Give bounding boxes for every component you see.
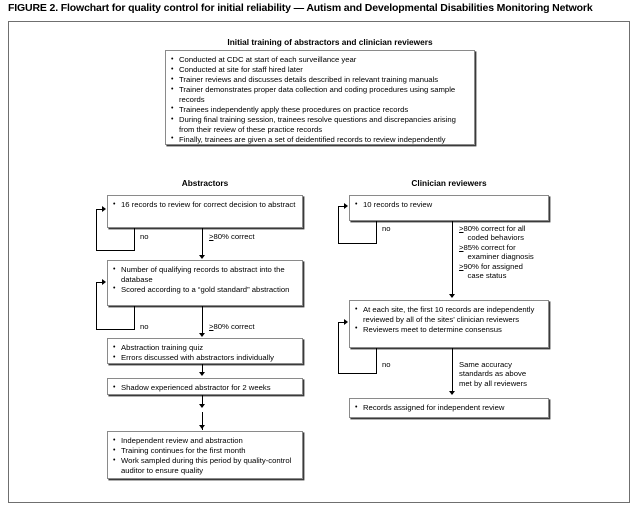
loop-a1-arrow — [102, 206, 106, 212]
training-item: Trainees independently apply these proce… — [171, 104, 468, 115]
loop-a1-in — [96, 209, 104, 210]
loop-c1-up — [338, 206, 339, 244]
connector-a1-a2-line — [202, 228, 203, 257]
training-box: Conducted at CDC at start of each survei… — [165, 50, 475, 145]
connector-a1-a2-arrow — [199, 255, 205, 259]
clinicians-box-3-item: Records assigned for independent review — [355, 403, 542, 413]
loop-a2-in — [96, 282, 104, 283]
abstractors-box-1: 16 records to review for correct decisio… — [107, 195, 303, 228]
abstractors-box-5-item: Independent review and abstraction — [113, 436, 296, 446]
connector-a3-a4-arrow — [199, 372, 205, 376]
loop-a1-left — [96, 250, 135, 251]
loop-c2-in — [338, 322, 346, 323]
connector-a5-line — [202, 412, 203, 430]
loop-a1-down — [134, 228, 135, 251]
abstractors-box-5: Independent review and abstraction Train… — [107, 431, 303, 479]
loop-c2-down — [376, 348, 377, 374]
loop-c1-in — [338, 206, 346, 207]
training-item: Conducted at site for staff hired later — [171, 65, 468, 75]
abstractors-box-4-item: Shadow experienced abstractor for 2 week… — [113, 383, 296, 393]
clinicians-box-2-item: Reviewers meet to determine consensus — [355, 324, 542, 335]
connector-a3-a4-line — [202, 364, 203, 374]
abstractors-box-2: Number of qualifying records to abstract… — [107, 260, 303, 306]
connector-c1-c2-arrow — [449, 294, 455, 298]
abstractors-no-label-2: no — [140, 322, 149, 331]
abstractors-box-3-item: Errors discussed with abstractors indivi… — [113, 353, 296, 363]
training-item: Trainer demonstrates proper data collect… — [171, 85, 468, 104]
loop-c2-left — [338, 373, 377, 374]
loop-a2-left — [96, 329, 135, 330]
clinicians-box-1-item: 10 records to review — [355, 200, 542, 210]
connector-a5-arrow — [199, 425, 205, 429]
loop-c2-up — [338, 322, 339, 374]
abstractors-box-4: Shadow experienced abstractor for 2 week… — [107, 378, 303, 395]
connector-a2-a3-line — [202, 306, 203, 335]
abstractors-box-3: Abstraction training quiz Errors discuss… — [107, 338, 303, 364]
training-title: Initial training of abstractors and clin… — [227, 37, 433, 47]
connector-c2-c3-line — [452, 348, 453, 394]
training-item: Finally, trainees are given a set of dei… — [171, 134, 468, 145]
clinicians-box-1: 10 records to review — [349, 195, 549, 221]
training-item: During final training session, trainees … — [171, 115, 468, 134]
abstractors-box-5-item: Work sampled during this period by quali… — [113, 456, 296, 475]
loop-c2-arrow — [344, 319, 348, 325]
connector-c2-c3-arrow — [449, 391, 455, 395]
connector-a4-a5-arrow — [199, 404, 205, 408]
abstractors-pass-label-1: >80% correct — [209, 232, 255, 241]
loop-c1-down — [376, 221, 377, 244]
loop-a2-down — [134, 306, 135, 330]
loop-c1-arrow — [344, 203, 348, 209]
clinicians-pass-label-1: >80% correct for all coded behaviors>85%… — [459, 224, 534, 281]
abstractors-box-5-item: Training continues for the first month — [113, 446, 296, 456]
loop-a1-up — [96, 209, 97, 251]
clinicians-box-2-item: At each site, the first 10 records are i… — [355, 304, 542, 324]
clinicians-box-2: At each site, the first 10 records are i… — [349, 300, 549, 348]
clinicians-box-3: Records assigned for independent review — [349, 398, 549, 418]
loop-c1-left — [338, 243, 377, 244]
clinicians-title: Clinician reviewers — [411, 178, 487, 188]
clinicians-no-label-1: no — [382, 224, 391, 233]
abstractors-no-label-1: no — [140, 232, 149, 241]
abstractors-box-3-item: Abstraction training quiz — [113, 343, 296, 353]
connector-a2-a3-arrow — [199, 333, 205, 337]
training-item: Conducted at CDC at start of each survei… — [171, 55, 468, 65]
abstractors-pass-label-2: >80% correct — [209, 322, 255, 331]
clinicians-no-label-2: no — [382, 360, 391, 369]
figure-caption: FIGURE 2. Flowchart for quality control … — [8, 2, 593, 14]
abstractors-title: Abstractors — [181, 178, 229, 188]
connector-a4-a5-line — [202, 395, 203, 407]
connector-c1-c2-line — [452, 221, 453, 297]
loop-a2-up — [96, 282, 97, 330]
abstractors-box-2-item: Scored according to a “gold standard” ab… — [113, 284, 296, 295]
abstractors-box-1-item: 16 records to review for correct decisio… — [113, 200, 296, 210]
training-item: Trainer reviews and discusses details de… — [171, 75, 468, 85]
loop-a2-arrow — [102, 279, 106, 285]
abstractors-box-2-item: Number of qualifying records to abstract… — [113, 264, 296, 284]
